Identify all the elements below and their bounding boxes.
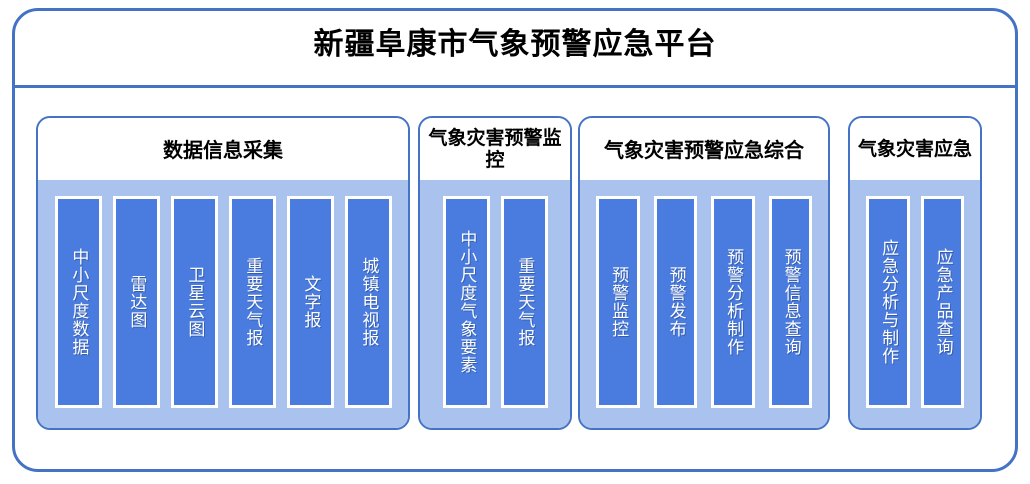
item-bar[interactable]: 中小尺度数据 bbox=[54, 196, 102, 408]
item-bar[interactable]: 重要天气报 bbox=[500, 196, 548, 408]
page-title: 新疆阜康市气象预警应急平台 bbox=[313, 26, 717, 62]
item-bar[interactable]: 预警发布 bbox=[653, 196, 697, 408]
item-bar[interactable]: 文字报 bbox=[286, 196, 334, 408]
platform-title-band: 新疆阜康市气象预警应急平台 bbox=[12, 8, 1018, 88]
item-label: 应急产品查询 bbox=[932, 248, 953, 356]
item-label: 重要天气报 bbox=[242, 257, 263, 347]
item-label: 预警分析制作 bbox=[723, 248, 744, 356]
group-header-data-collection: 数据信息采集 bbox=[38, 118, 408, 180]
item-bar[interactable]: 预警信息查询 bbox=[768, 196, 812, 408]
item-label: 雷达图 bbox=[126, 275, 147, 329]
group-title: 数据信息采集 bbox=[163, 137, 283, 162]
item-label: 中小尺度气象要素 bbox=[456, 230, 477, 374]
group-title: 气象灾害预警应急综合 bbox=[604, 137, 804, 162]
group-panel-disaster-emergency: 气象灾害应急 应急分析与制作 应急产品查询 bbox=[848, 116, 982, 430]
group-title: 气象灾害预警监控 bbox=[428, 127, 562, 171]
item-label: 文字报 bbox=[300, 275, 321, 329]
item-label: 应急分析与制作 bbox=[878, 239, 899, 365]
item-bar[interactable]: 预警监控 bbox=[596, 196, 640, 408]
group-panel-warning-emergency-integrated: 气象灾害预警应急综合 预警监控 预警发布 预警分析制作 预警信息查询 bbox=[578, 116, 830, 430]
item-label: 卫星云图 bbox=[184, 266, 205, 338]
item-bar[interactable]: 应急产品查询 bbox=[920, 196, 964, 408]
item-bar[interactable]: 城镇电视报 bbox=[344, 196, 392, 408]
group-body-data-collection: 中小尺度数据 雷达图 卫星云图 重要天气报 文字报 城镇电视报 bbox=[38, 180, 408, 428]
item-bar[interactable]: 预警分析制作 bbox=[711, 196, 755, 408]
item-bar[interactable]: 雷达图 bbox=[112, 196, 160, 408]
item-label: 重要天气报 bbox=[514, 257, 535, 347]
item-bar[interactable]: 中小尺度气象要素 bbox=[442, 196, 490, 408]
group-header-disaster-emergency: 气象灾害应急 bbox=[850, 118, 980, 180]
group-title: 气象灾害应急 bbox=[857, 138, 972, 161]
group-header-warning-emergency-integrated: 气象灾害预警应急综合 bbox=[580, 118, 828, 180]
item-label: 预警监控 bbox=[608, 266, 629, 338]
group-body-disaster-warning-monitor: 中小尺度气象要素 重要天气报 bbox=[420, 180, 570, 428]
item-label: 中小尺度数据 bbox=[68, 248, 89, 356]
item-bar[interactable]: 应急分析与制作 bbox=[866, 196, 910, 408]
group-header-disaster-warning-monitor: 气象灾害预警监控 bbox=[420, 118, 570, 180]
group-body-disaster-emergency: 应急分析与制作 应急产品查询 bbox=[850, 180, 980, 428]
group-panel-disaster-warning-monitor: 气象灾害预警监控 中小尺度气象要素 重要天气报 bbox=[418, 116, 572, 430]
item-bar[interactable]: 卫星云图 bbox=[170, 196, 218, 408]
group-body-warning-emergency-integrated: 预警监控 预警发布 预警分析制作 预警信息查询 bbox=[580, 180, 828, 428]
item-label: 预警信息查询 bbox=[780, 248, 801, 356]
group-panel-data-collection: 数据信息采集 中小尺度数据 雷达图 卫星云图 重要天气报 文字报 城镇电视报 bbox=[36, 116, 410, 430]
item-label: 预警发布 bbox=[665, 266, 686, 338]
item-label: 城镇电视报 bbox=[358, 257, 379, 347]
item-bar[interactable]: 重要天气报 bbox=[228, 196, 276, 408]
